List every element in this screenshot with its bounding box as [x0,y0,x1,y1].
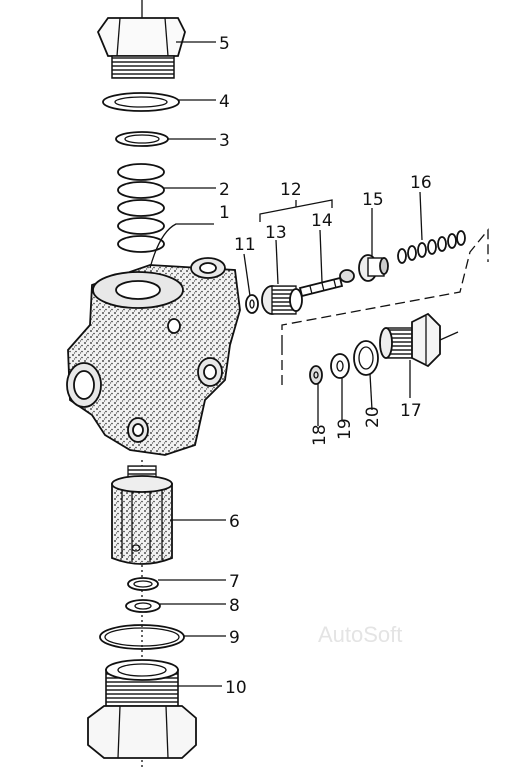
part-8-lock-washer [125,599,161,613]
label-part-12: 12 [280,180,302,200]
label-part-14: 14 [311,211,333,231]
part-13-valve-insert [261,285,303,315]
group-outline-dashed [281,228,489,345]
part-19-washer [330,353,350,379]
part-11-washer [245,294,259,314]
label-part-8: 8 [229,596,240,616]
label-part-9: 9 [229,628,240,648]
part-18-nut [309,365,323,385]
label-part-6: 6 [229,512,240,532]
part-16-spring [397,230,466,264]
part-number-labels: 1 2 3 4 5 6 7 8 9 10 11 12 13 14 15 16 1… [219,34,432,698]
watermark: AutoSoft [318,622,402,647]
part-15-valve-disc [358,254,389,282]
label-part-11: 11 [234,235,256,255]
part-2-spring [117,163,165,253]
label-part-1: 1 [219,203,230,223]
label-part-18: 18 [310,424,330,446]
label-part-10: 10 [225,678,247,698]
label-part-2: 2 [219,180,230,200]
part-9-seal-ring [99,624,185,650]
label-part-16: 16 [410,173,432,193]
label-part-7: 7 [229,572,240,592]
part-6-piston [111,465,173,565]
part-7-ring [127,577,159,591]
part-14-pin [298,269,355,298]
part-4-washer [102,92,180,112]
label-part-3: 3 [219,131,230,151]
part-17-plug [379,312,459,368]
part-5-cap-nut [96,17,186,79]
part-10-threaded-fitting [87,659,197,759]
label-part-20: 20 [363,406,383,428]
label-part-13: 13 [265,223,287,243]
part-3-ring [115,131,169,147]
leader-lines [149,41,423,687]
label-part-19: 19 [335,418,355,440]
part-1-valve-body [66,257,241,456]
label-part-5: 5 [219,34,230,54]
label-part-4: 4 [219,92,230,112]
label-part-17: 17 [400,401,422,421]
part-20-ring [353,340,379,376]
label-part-15: 15 [362,190,384,210]
